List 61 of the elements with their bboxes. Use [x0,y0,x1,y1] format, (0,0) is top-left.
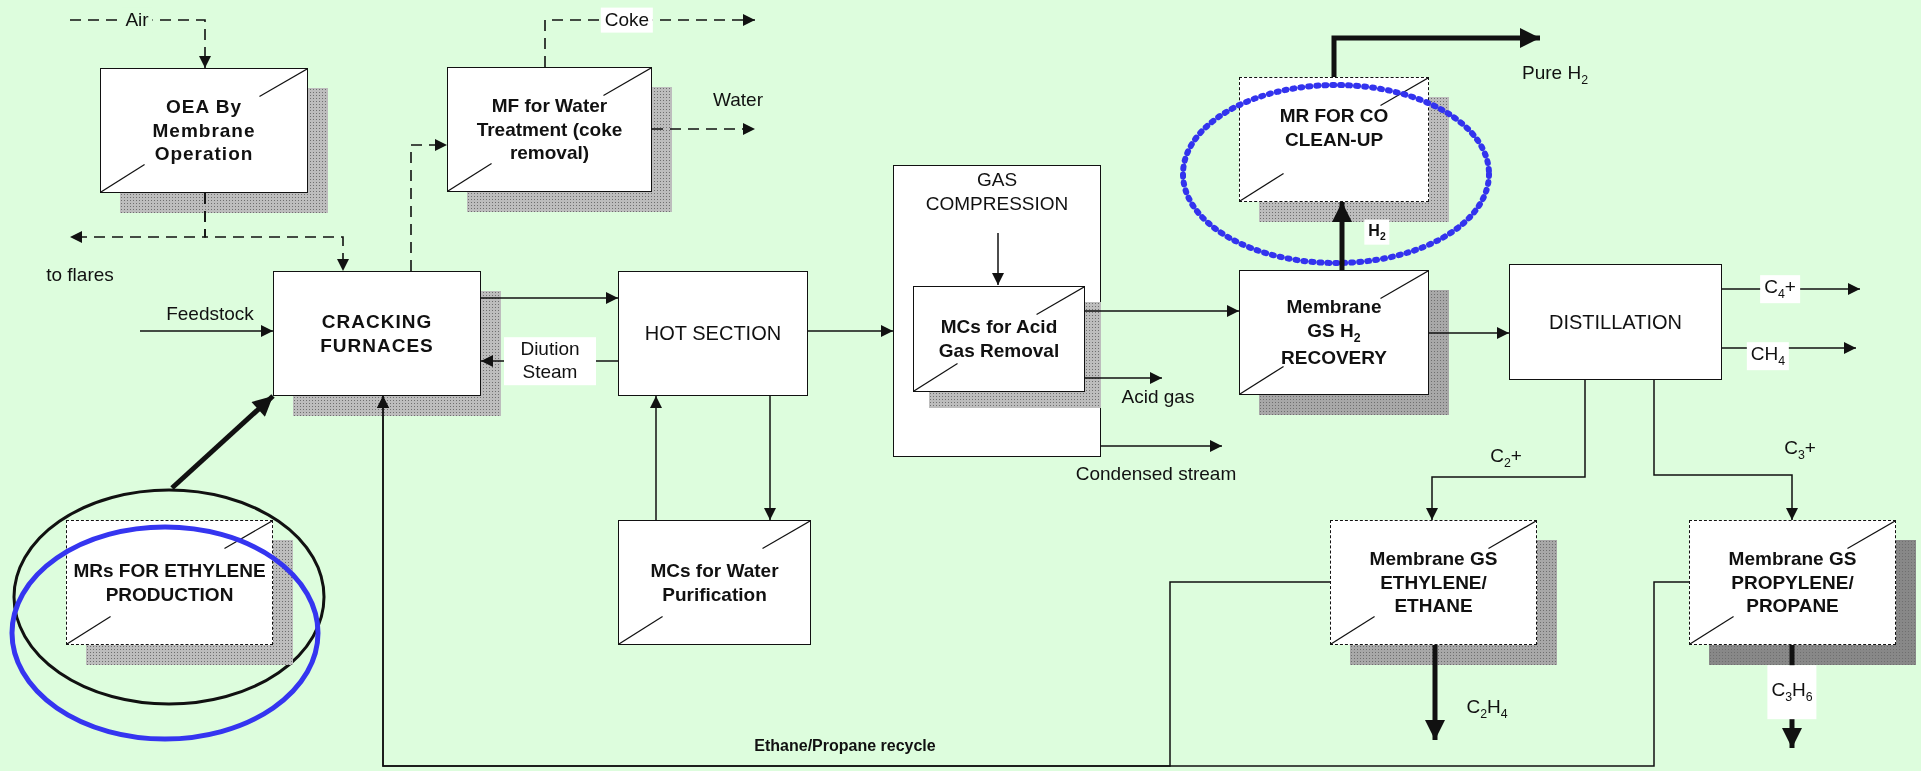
box-label: GAS COMPRESSION [924,168,1070,216]
box-label: Membrane GS ETHYLENE/ ETHANE [1368,546,1499,619]
arrow [1100,440,1223,452]
edge-label: Condensed stream [1075,462,1237,486]
edge-label: Water [713,88,763,112]
process-box [1689,520,1896,645]
process-box [1239,77,1429,202]
box-label: DISTILLATION [1549,309,1682,335]
process-box [1330,520,1537,645]
process-box [273,271,481,396]
arrow [1083,305,1240,317]
arrow [764,395,776,521]
edge-label: H$_{2}$ [1364,219,1390,245]
process-box [913,286,1085,392]
process-box [1239,270,1429,395]
process-box [100,68,308,193]
arrow [170,394,275,490]
edge-label: CH$_{4}$ [1746,342,1790,370]
edge-label: C$_{4}$+ [1760,275,1800,303]
arrow [650,395,662,521]
edge-label: C$_{3}$H$_{6}$ [1767,665,1817,719]
edge-label: C$_{3}$+ [1784,437,1816,463]
process-box [1509,264,1722,380]
arrow [1425,645,1445,740]
edge-label: to flares [45,263,115,287]
process-box [618,520,811,645]
process-box [447,67,652,192]
arrow [1426,379,1586,521]
edge-label: Coke [600,7,654,33]
arrow [651,123,756,135]
edge-label: Feedstock [166,302,254,326]
arrow [480,292,619,304]
edge-label: C$_{2}$H$_{4}$ [1466,696,1508,722]
arrow [1428,327,1510,339]
process-box [66,520,273,645]
edge-label: C$_{2}$+ [1490,445,1522,471]
box-label: CRACKING FURNACES [319,309,435,358]
edge-label: Acid gas [1121,385,1195,409]
box-label: MF for Water Treatment (coke removal) [475,93,624,166]
arrow [204,192,349,272]
box-label: Membrane GS PROPYLENE/ PROPANE [1727,546,1858,619]
arrow [377,395,1690,767]
arrow [1083,372,1163,384]
box-label: Membrane GS H$_{2}$ RECOVERY [1280,295,1388,370]
arrow [992,232,1004,286]
arrow [1653,379,1798,521]
arrow [139,325,274,337]
box-label: MCs for Water Purification [649,558,780,607]
box-label: OEA By Membrane Operation [151,94,257,167]
arrow [807,325,894,337]
arrow [410,139,448,272]
box-label: MCs for Acid Gas Removal [937,315,1061,363]
edge-label: Diution Steam [504,337,596,385]
box-label: MRs FOR ETHYLENE PRODUCTION [72,558,267,607]
edge-label: Ethane/Propane recycle [754,736,936,756]
box-label: MR FOR CO CLEAN-UP [1278,104,1390,152]
process-box [618,271,808,396]
process-group-box [893,165,1101,457]
box-label: HOT SECTION [644,321,782,346]
edge-label: Pure H$_{2}$ [1522,62,1588,88]
arrow [1331,28,1540,77]
